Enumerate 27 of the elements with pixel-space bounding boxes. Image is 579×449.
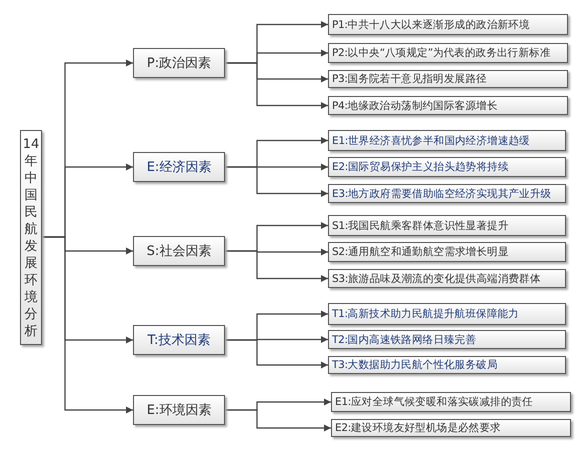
item-box: T1:高新技术助力民航提升航班保障能力 [328, 303, 566, 325]
item-box: S3:旅游品味及潮流的变化提供高端消费群体 [328, 269, 566, 288]
title-box: 14年中国民航发展环境分析 [20, 130, 42, 345]
item-box: T3:大数据助力民航个性化服务破局 [328, 356, 566, 374]
item-box: S1:我国民航乘客群体意识性显著提升 [328, 215, 566, 236]
factor-box: P:政治因素 [133, 48, 225, 78]
item-box: S2:通用航空和通勤航空需求增长明显 [328, 242, 566, 262]
arrow [225, 339, 328, 368]
item-box: P2:以中央“八项规定”为代表的政务出行新标准 [328, 43, 568, 63]
item-box: P4:地缘政治动荡制约国际客源增长 [328, 96, 568, 115]
arrow [225, 250, 328, 282]
factor-box: E:环境因素 [133, 395, 225, 425]
arrow [225, 409, 331, 432]
item-box: E1:应对全球气候变暖和落实碳减排的责任 [331, 392, 571, 412]
arrow [42, 236, 133, 414]
factor-box: S:社会因素 [133, 236, 225, 266]
arrow [225, 62, 328, 109]
item-box: T2:国内高速铁路网络日臻完善 [328, 330, 566, 349]
item-box: P1:中共十八大以来逐渐形成的政治新环境 [328, 14, 568, 35]
item-box: E3:地方政府需要借助临空经济实现其产业升级 [328, 184, 566, 203]
item-box: E2:国际贸易保护主义抬头趋势将持续 [328, 157, 566, 177]
arrow [225, 166, 328, 197]
item-box: E2:建设环境友好型机场是必然要求 [331, 419, 571, 437]
factor-box: T:技术因素 [133, 325, 225, 355]
item-box: P3:国务院若干意见指明发展路径 [328, 70, 568, 88]
factor-box: E:经济因素 [133, 152, 225, 182]
item-box: E1:世界经济喜忧参半和国内经济增速趋缓 [328, 130, 566, 151]
